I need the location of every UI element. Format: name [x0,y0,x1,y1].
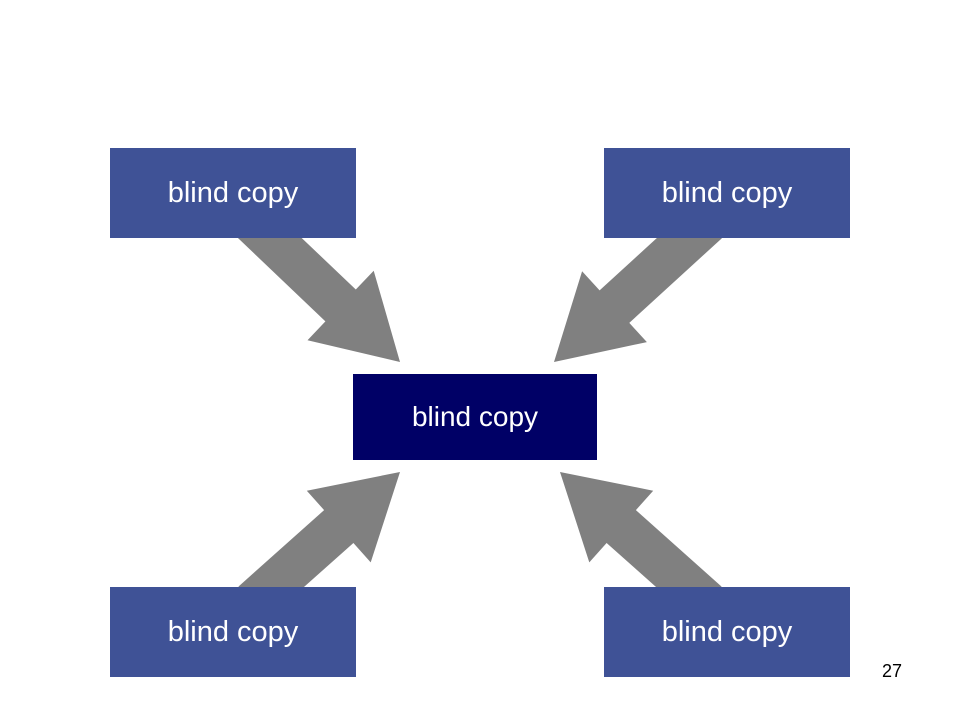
node-bottom-left-label: blind copy [167,615,299,648]
node-center: blind copy [353,374,597,460]
node-bottom-right-label: blind copy [661,615,793,648]
node-top-right: blind copy [604,148,850,238]
node-top-left-label: blind copy [167,176,299,209]
node-center-label: blind copy [411,401,539,432]
arrow-bottom-left-to-center [238,472,400,620]
arrow-top-left-to-center [237,206,400,362]
node-bottom-right: blind copy [604,587,850,677]
arrow-bottom-right-to-center [560,472,722,620]
node-bottom-left: blind copy [110,587,356,677]
node-top-right-label: blind copy [661,176,793,209]
node-top-left: blind copy [110,148,356,238]
arrow-top-right-to-center [554,205,722,362]
page-number: 27 [881,661,902,681]
